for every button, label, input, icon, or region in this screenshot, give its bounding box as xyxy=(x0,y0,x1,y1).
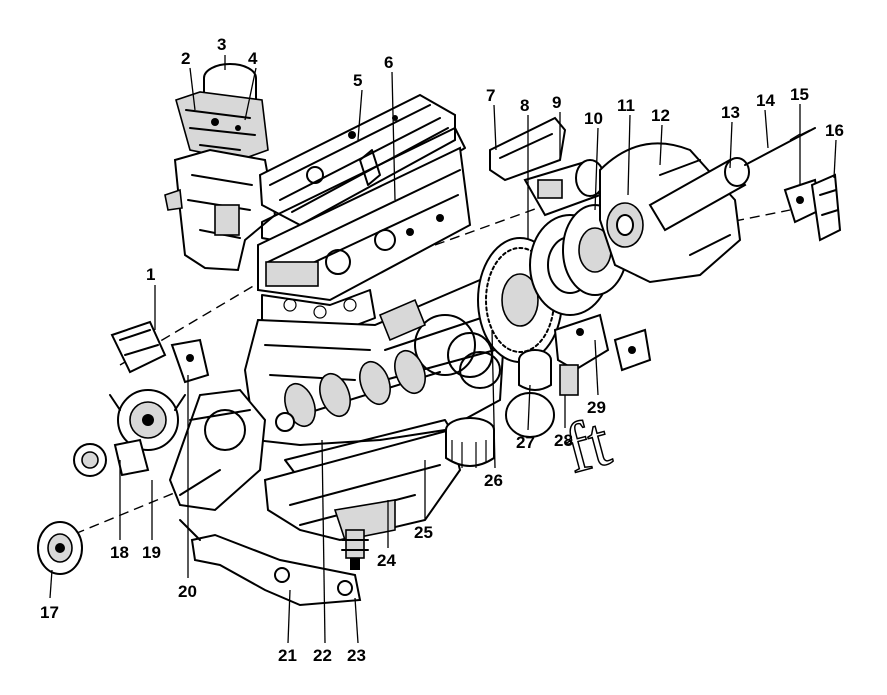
intake-manifold xyxy=(164,148,277,272)
callout-14: 14 xyxy=(756,91,775,110)
callout-10: 10 xyxy=(584,109,603,128)
engine-crossmember xyxy=(179,519,362,607)
callout-20: 20 xyxy=(178,582,197,601)
callout-24: 24 xyxy=(377,551,396,570)
callout-5: 5 xyxy=(353,71,362,90)
gearbox-extension xyxy=(648,157,750,232)
callout-labels: 1 2 3 4 5 6 7 8 9 10 11 12 13 14 15 16 1… xyxy=(40,35,844,665)
callout-28: 28 xyxy=(554,431,573,450)
callout-23: 23 xyxy=(347,646,366,665)
callout-22: 22 xyxy=(313,646,332,665)
callout-3: 3 xyxy=(217,35,226,54)
callout-7: 7 xyxy=(486,86,495,105)
callout-6: 6 xyxy=(384,53,393,72)
crank-pulley xyxy=(37,521,83,575)
callout-4: 4 xyxy=(248,49,258,68)
carburettor-assembly xyxy=(175,63,269,161)
callout-9: 9 xyxy=(552,93,561,112)
callout-26: 26 xyxy=(484,471,503,490)
callout-19: 19 xyxy=(142,543,161,562)
callout-12: 12 xyxy=(651,106,670,125)
callout-11: 11 xyxy=(617,96,635,115)
pulley-seal xyxy=(73,443,107,477)
breather-plate xyxy=(110,320,167,374)
callout-18: 18 xyxy=(110,543,129,562)
callout-16: 16 xyxy=(825,121,844,140)
callout-leader-lines xyxy=(49,55,837,644)
callout-17: 17 xyxy=(40,603,59,622)
distributor-cap xyxy=(613,328,652,372)
engine-mount-bolt xyxy=(341,529,369,570)
starter-motor xyxy=(523,159,605,217)
oil-pressure-sender xyxy=(518,349,552,391)
callout-1: 1 xyxy=(146,265,155,284)
callout-29: 29 xyxy=(587,398,606,417)
callout-8: 8 xyxy=(520,96,529,115)
water-pump xyxy=(109,389,186,466)
callout-21: 21 xyxy=(278,646,297,665)
callout-13: 13 xyxy=(721,103,740,122)
callout-27: 27 xyxy=(516,433,535,452)
distributor xyxy=(553,313,610,396)
mount-rubber xyxy=(810,173,842,242)
callout-2: 2 xyxy=(181,49,190,68)
crankshaft xyxy=(275,349,441,432)
thermostat-housing xyxy=(170,338,210,384)
callout-25: 25 xyxy=(414,523,433,542)
cylinder-head xyxy=(257,146,472,302)
front-timing-cover xyxy=(168,388,267,512)
oil-filter xyxy=(445,417,495,468)
callout-15: 15 xyxy=(790,85,809,104)
input-shaft xyxy=(744,127,816,166)
